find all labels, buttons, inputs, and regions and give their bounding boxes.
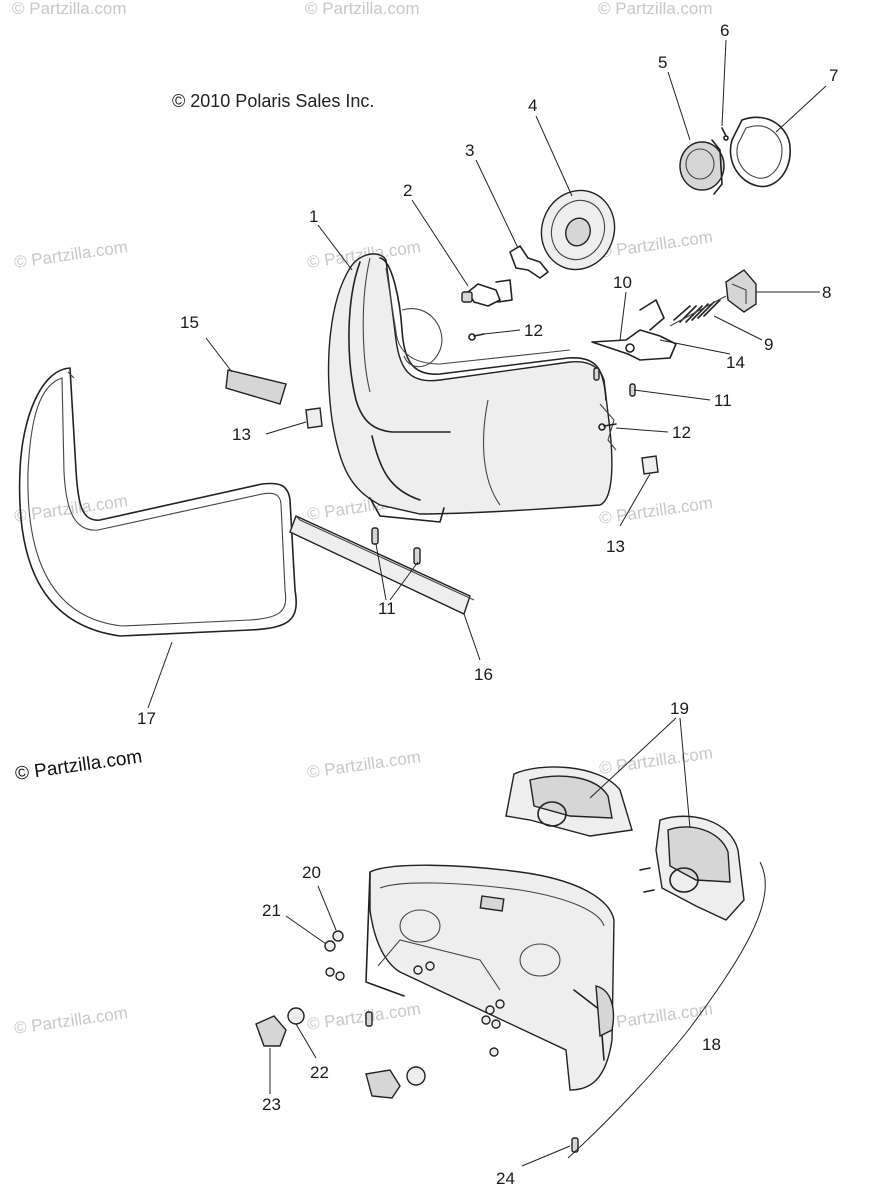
part-5-cap: [679, 139, 725, 195]
part-19-lamps: [505, 766, 745, 921]
watermark: © Partzilla.com: [598, 743, 714, 778]
watermark: © Partzilla.com: [13, 1003, 129, 1038]
callout-14: 14: [726, 353, 745, 372]
callout-22: 22: [310, 1063, 329, 1082]
watermark: © Partzilla.com: [598, 999, 714, 1034]
part-4-reflector: [540, 189, 616, 271]
callout-5: 5: [658, 53, 667, 72]
callout-15: 15: [180, 313, 199, 332]
part-17-seal: [18, 367, 297, 637]
callout-23: 23: [262, 1095, 281, 1114]
watermark: © Partzilla.com: [598, 227, 714, 262]
callout-24: 24: [496, 1169, 515, 1188]
site-mark-text: © Partzilla.com: [14, 746, 144, 785]
hardware-upper: [305, 333, 659, 475]
callout-19: 19: [670, 699, 689, 718]
callout-12: 12: [524, 321, 543, 340]
callout-11: 11: [714, 391, 732, 410]
callout-20: 20: [302, 863, 321, 882]
callout-4: 4: [528, 96, 537, 115]
part-1-headlight-housing: [327, 253, 617, 523]
callout-21: 21: [262, 901, 281, 920]
part-6-screw: [721, 127, 729, 141]
callout-6: 6: [720, 21, 729, 40]
copyright-text: © 2010 Polaris Sales Inc.: [172, 91, 374, 111]
callout-7: 7: [829, 66, 838, 85]
part-3-clip: [509, 245, 549, 279]
callout-8: 8: [822, 283, 831, 302]
callout-13-lower: 13: [606, 537, 625, 556]
callout-10: 10: [613, 273, 632, 292]
part-11-pins: [371, 527, 421, 565]
watermark: © Partzilla.com: [306, 747, 422, 782]
part-18-tail-housing: [365, 864, 615, 1091]
watermark: © Partzilla.com: [305, 0, 420, 18]
leader-lines: [147, 39, 827, 1167]
callout-11-lower: 11: [378, 599, 396, 618]
watermark: © Partzilla.com: [306, 999, 422, 1034]
watermark: © Partzilla.com: [13, 237, 129, 272]
callout-3: 3: [465, 141, 474, 160]
part-20-21-nuts: [324, 930, 579, 1153]
callout-17: 17: [137, 709, 156, 728]
callout-12-lower: 12: [672, 423, 691, 442]
part-15-pad: [225, 369, 287, 405]
part-8-knob: [725, 269, 757, 313]
watermark: © Partzilla.com: [12, 0, 127, 18]
callout-2: 2: [403, 181, 412, 200]
part-2-bulb: [461, 279, 513, 307]
callout-numbers: 1 2 3 4 5 6 7 8 9 10 11 12 13 14 15 16 1…: [137, 21, 838, 1188]
callout-18: 18: [702, 1035, 721, 1054]
watermark: © Partzilla.com: [598, 493, 714, 528]
part-22-23-sockets: [255, 1007, 426, 1099]
callout-9: 9: [764, 335, 773, 354]
callout-16: 16: [474, 665, 493, 684]
part-9-spring: [669, 295, 727, 327]
callout-13: 13: [232, 425, 251, 444]
part-7-gasket: [729, 116, 791, 188]
callout-1: 1: [309, 207, 318, 226]
part-10-bracket: [591, 299, 677, 361]
watermarks: © Partzilla.com © Partzilla.com © Partzi…: [12, 0, 714, 1038]
watermark: © Partzilla.com: [598, 0, 713, 18]
